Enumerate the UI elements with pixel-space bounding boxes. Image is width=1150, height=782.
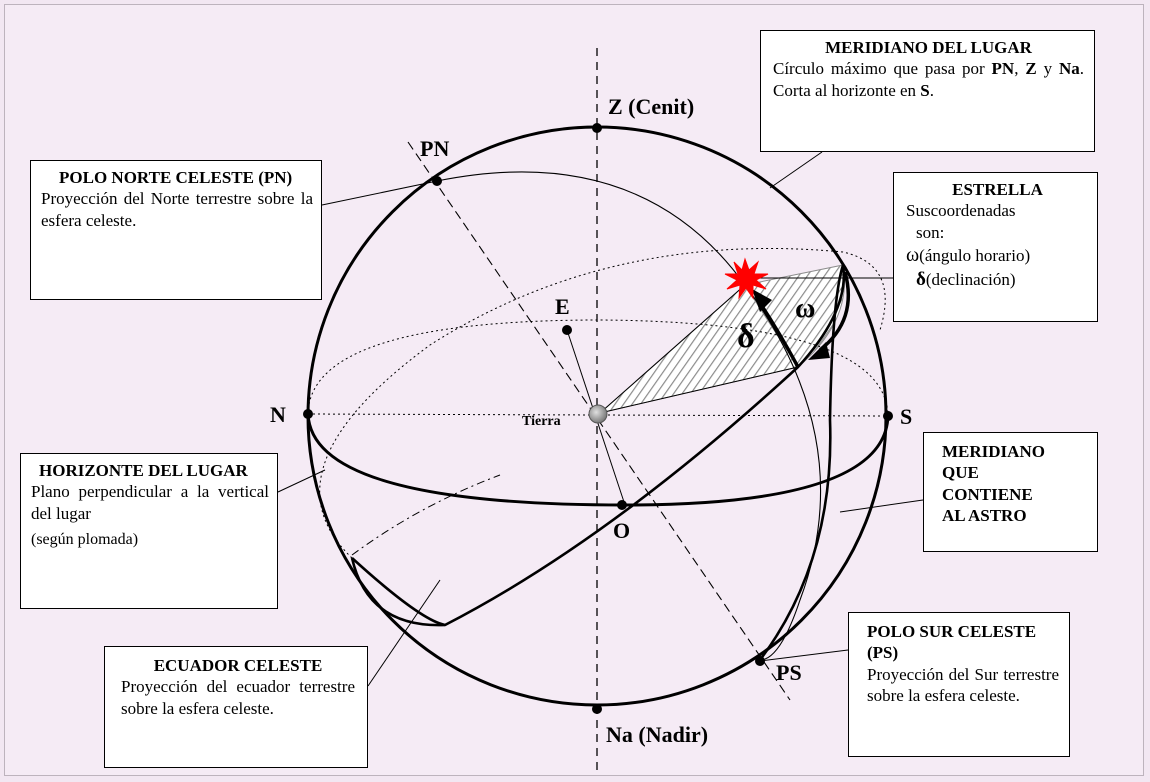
equator-back <box>319 248 886 559</box>
east-point <box>562 325 572 335</box>
north-point <box>303 409 313 419</box>
inner-arc <box>351 474 501 556</box>
north-label: N <box>270 402 286 427</box>
horizonte-title: HORIZONTE DEL LUGAR <box>39 461 248 480</box>
earth-icon <box>588 404 608 424</box>
estrella-omega-line: ω(ángulo horario) <box>906 243 1031 266</box>
earth-star-line <box>599 284 746 414</box>
west-point <box>617 500 627 510</box>
meridiano-lugar-title: MERIDIANO DEL LUGAR <box>825 38 1032 57</box>
meridiano-astro-line3: CONTIENE <box>942 484 1033 504</box>
north-pole-point <box>432 176 442 186</box>
polo-sur-text: Proyección del Sur terrestre sobre la es… <box>867 664 1059 705</box>
equator-front <box>350 264 846 627</box>
estrella-line2: son: <box>916 222 945 242</box>
south-pole-point <box>755 656 765 666</box>
pointer-ecuador <box>367 579 441 687</box>
equator-front-lower <box>351 557 446 627</box>
pointer-meridiano-astro <box>839 499 924 513</box>
horizon-front <box>306 413 890 507</box>
meridiano-astro-line2: QUE <box>942 463 979 483</box>
polo-sur-box: POLO SUR CELESTE (PS) Proyección del Sur… <box>848 612 1070 757</box>
meridiano-astro-line4: AL ASTRO <box>942 505 1027 525</box>
estrella-box: ESTRELLA Suscoordenadas son: ω(ángulo ho… <box>893 172 1098 322</box>
pointer-meridiano-lugar <box>769 151 823 189</box>
pointer-horizonte <box>277 469 326 493</box>
earth-equator-line <box>599 366 799 414</box>
star-icon <box>724 257 769 300</box>
star-meridian <box>436 171 822 661</box>
hour-angle-symbol: ω <box>795 293 816 324</box>
meridiano-lugar-text: Círculo máximo que pasa por PN, Z y Na. … <box>773 59 1085 100</box>
north-pole-label: PN <box>420 136 450 161</box>
polo-norte-text: Proyección del Norte terrestre sobre la … <box>41 189 313 230</box>
east-label: E <box>555 294 570 319</box>
nadir-point <box>592 704 602 714</box>
south-pole-label: PS <box>776 660 802 685</box>
horizonte-text2: (según plomada) <box>31 530 139 548</box>
ecuador-box: ECUADOR CELESTE Proyección del ecuador t… <box>104 646 368 768</box>
horizon-back <box>307 319 889 417</box>
estrella-delta-line: δ(declinación) <box>916 268 1016 290</box>
south-point <box>883 411 893 421</box>
horizonte-text: Plano perpendicular a la vertical del lu… <box>31 482 269 523</box>
west-label: O <box>613 518 631 543</box>
declination-arrowhead <box>752 289 772 312</box>
meridiano-lugar-box: MERIDIANO DEL LUGAR Círculo máximo que p… <box>760 30 1095 152</box>
polo-sur-title: POLO SUR CELESTE (PS) <box>867 622 1037 663</box>
ecuador-text: Proyección del ecuador terrestre sobre l… <box>121 677 355 718</box>
hour-angle-arrowhead <box>808 342 830 360</box>
estrella-title: ESTRELLA <box>952 180 1043 199</box>
nadir-label: Na (Nadir) <box>606 722 709 747</box>
ecuador-title: ECUADOR CELESTE <box>153 656 323 675</box>
pointer-polo-norte <box>321 180 438 206</box>
estrella-line1: Suscoordenadas <box>906 201 1016 221</box>
zenith-point <box>592 123 602 133</box>
meridiano-astro-line1: MERIDIANO <box>942 442 1045 461</box>
meridian-place-arc <box>758 264 845 661</box>
earth-label: Tierra <box>522 414 561 429</box>
horizonte-box: HORIZONTE DEL LUGAR Plano perpendicular … <box>20 453 278 609</box>
pointer-polo-sur <box>759 649 849 662</box>
meridiano-astro-box: MERIDIANO QUE CONTIENE AL ASTRO <box>923 432 1098 552</box>
declination-symbol: δ <box>737 318 755 355</box>
hour-angle-arrow <box>818 271 850 352</box>
polo-norte-title: POLO NORTE CELESTE (PN) <box>59 168 293 187</box>
zenith-label: Z (Cenit) <box>608 94 695 119</box>
south-label: S <box>900 404 913 429</box>
polo-norte-box: POLO NORTE CELESTE (PN) Proyección del N… <box>30 160 322 300</box>
